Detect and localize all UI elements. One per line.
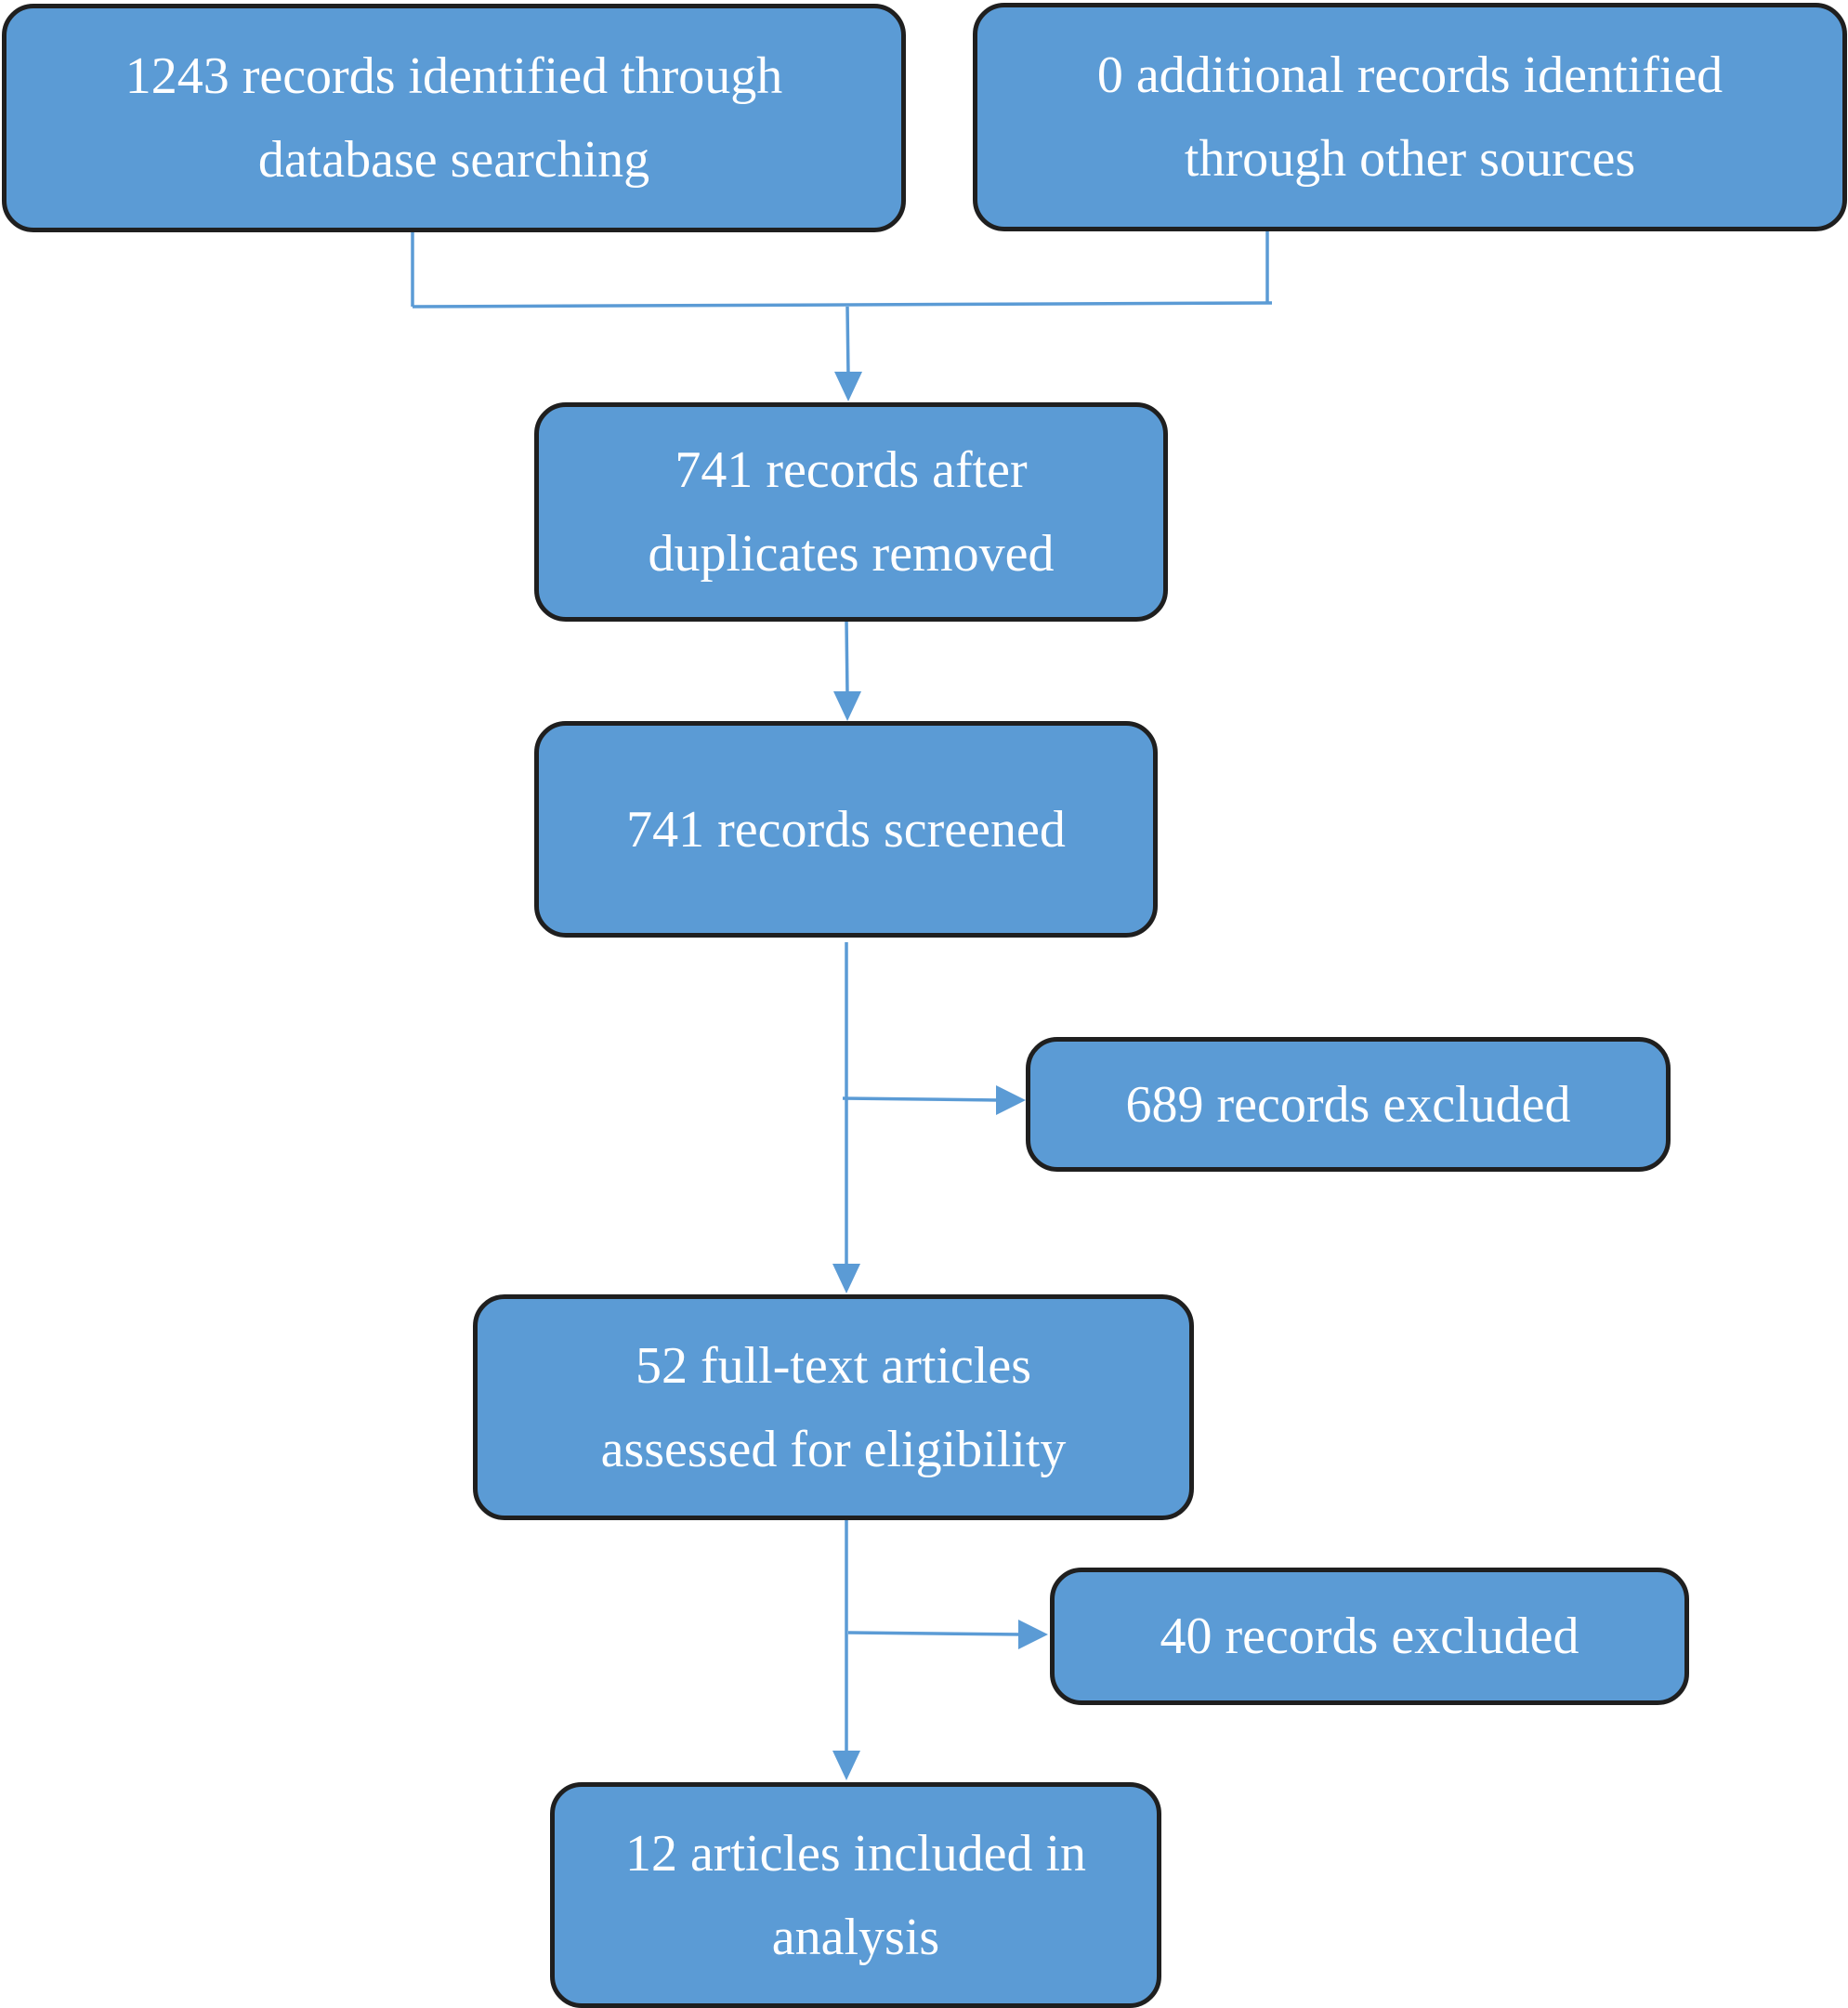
- arrowhead-screened: [833, 691, 861, 721]
- box-database-search: 1243 records identified through database…: [2, 4, 906, 232]
- arrowhead-full-text: [832, 1264, 860, 1293]
- box-excluded-full-text: 40 records excluded: [1050, 1568, 1689, 1705]
- screened-label: 741 records screened: [626, 800, 1066, 859]
- arrowhead-excluded-1: [996, 1085, 1026, 1115]
- arrow-to-duplicates-removed: [845, 306, 850, 376]
- arrow-to-screened: [845, 619, 849, 696]
- connector-to-excluded-2: [847, 1631, 1023, 1636]
- after-duplicates-label: 741 records after duplicates removed: [648, 441, 1055, 583]
- box-full-text: 52 full-text articles assessed for eligi…: [473, 1294, 1194, 1520]
- box-included: 12 articles included in analysis: [550, 1782, 1161, 2008]
- arrowhead-excluded-2: [1018, 1620, 1048, 1649]
- box-other-sources: 0 additional records identified through …: [973, 3, 1847, 231]
- other-sources-label: 0 additional records identified through …: [1096, 46, 1723, 188]
- included-label: 12 articles included in analysis: [624, 1824, 1087, 1966]
- database-search-label: 1243 records identified through database…: [125, 47, 783, 189]
- arrowhead-included: [832, 1751, 860, 1780]
- arrowhead-duplicates-removed: [834, 372, 862, 401]
- connector-to-excluded-1: [842, 1096, 1001, 1102]
- box-after-duplicates: 741 records after duplicates removed: [534, 402, 1168, 622]
- excluded-screening-label: 689 records excluded: [1125, 1075, 1571, 1134]
- box-screened: 741 records screened: [534, 721, 1158, 938]
- full-text-label: 52 full-text articles assessed for eligi…: [600, 1336, 1067, 1478]
- excluded-full-text-label: 40 records excluded: [1160, 1608, 1579, 1665]
- connector-merge-horizontal: [412, 301, 1273, 308]
- box-excluded-screening: 689 records excluded: [1026, 1037, 1671, 1172]
